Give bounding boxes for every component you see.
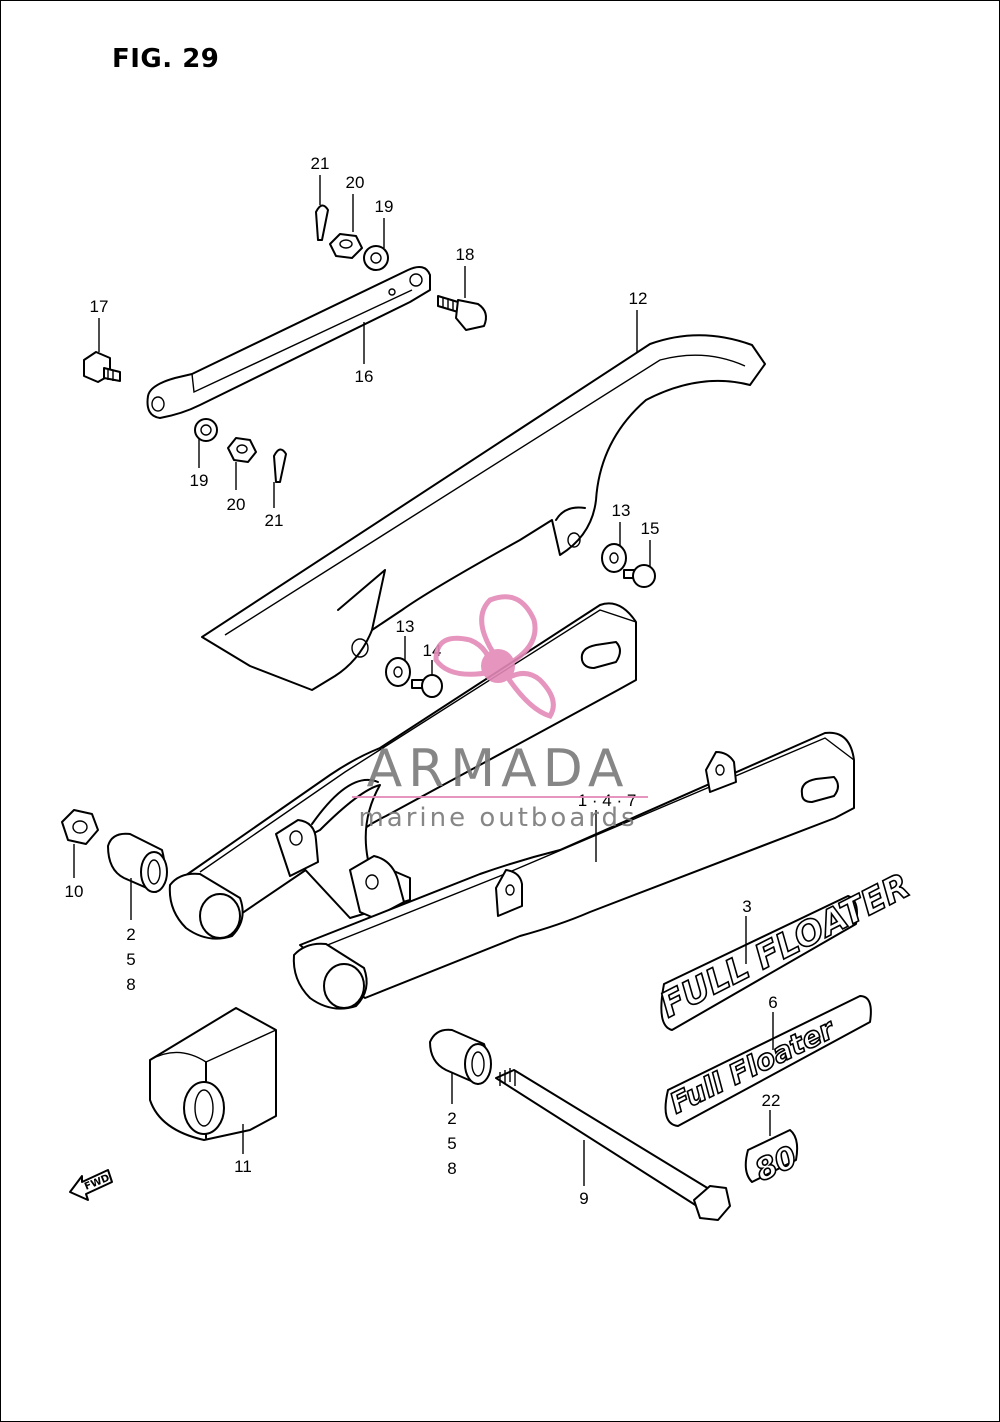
decal-script-floater-text: Full Floater: [665, 1011, 842, 1120]
callout-21-lower: 21: [265, 511, 284, 530]
callout-19-lower: 19: [190, 471, 209, 490]
watermark-tagline: marine outboards: [358, 803, 637, 833]
screw-15: [623, 564, 656, 588]
decal-full-floater-text: FULL FLOATER: [654, 866, 917, 1026]
decal-full-floater: FULL FLOATER: [653, 865, 917, 1031]
callout-11: 11: [234, 1157, 252, 1176]
callout-13-lower: 13: [396, 617, 415, 636]
leader-lines: [73, 175, 774, 1186]
callout-19: 19: [375, 197, 394, 216]
washer-13-lower: [385, 657, 411, 687]
callout-2-5-8-lower-line1: 2: [447, 1109, 456, 1128]
callout-2-5-8-lower-line2: 5: [447, 1134, 456, 1153]
propeller-logo-icon: [433, 594, 556, 719]
bolt-18: [437, 295, 487, 331]
callout-2-5-8-upper: 2 5 8: [126, 925, 135, 994]
bushing-upper: [107, 832, 168, 893]
fwd-arrow: FWD: [69, 1169, 113, 1201]
bushing-lower: [429, 1028, 492, 1085]
callout-15: 15: [641, 519, 660, 538]
nut-20-bottom: [227, 437, 257, 463]
callout-16: 16: [355, 367, 374, 386]
bolt-17: [83, 351, 121, 383]
callout-18: 18: [456, 245, 475, 264]
nut-20-top: [329, 233, 363, 259]
callout-6: 6: [768, 993, 777, 1012]
callout-21: 21: [311, 154, 330, 173]
badge-80: 80: [744, 1129, 803, 1190]
washer-19-top: [363, 245, 389, 271]
callout-2-5-8-lower: 2 5 8: [447, 1109, 456, 1178]
torque-rod: [146, 265, 431, 419]
callout-10: 10: [65, 882, 84, 901]
swingarm: [168, 602, 855, 1010]
callout-9: 9: [579, 1189, 588, 1208]
nut-10: [61, 809, 99, 845]
screw-14: [411, 674, 443, 698]
watermark: ARMADA marine outboards: [352, 594, 648, 833]
callout-22: 22: [762, 1091, 781, 1110]
callout-17: 17: [90, 297, 109, 316]
washer-13-upper: [601, 543, 627, 573]
callout-2-5-8-lower-line3: 8: [447, 1159, 456, 1178]
chain-buffer: [149, 1007, 277, 1141]
callout-2-5-8-upper-line2: 5: [126, 950, 135, 969]
callout-20: 20: [346, 173, 365, 192]
callout-13: 13: [612, 501, 631, 520]
callout-3: 3: [742, 897, 751, 916]
cotter-pin-top: [315, 204, 329, 241]
figure-title: FIG. 29: [112, 44, 220, 74]
pivot-shaft: [495, 1068, 731, 1221]
callout-2-5-8-upper-line3: 8: [126, 975, 135, 994]
watermark-brand: ARMADA: [367, 739, 630, 799]
callout-2-5-8-upper-line1: 2: [126, 925, 135, 944]
cotter-pin-bottom: [273, 448, 287, 483]
callout-20-lower: 20: [227, 495, 246, 514]
washer-19-bottom: [194, 418, 218, 442]
chain-case: [201, 334, 766, 691]
callout-12: 12: [629, 289, 648, 308]
callout-1-4-7: 1 · 4 · 7: [578, 791, 637, 810]
